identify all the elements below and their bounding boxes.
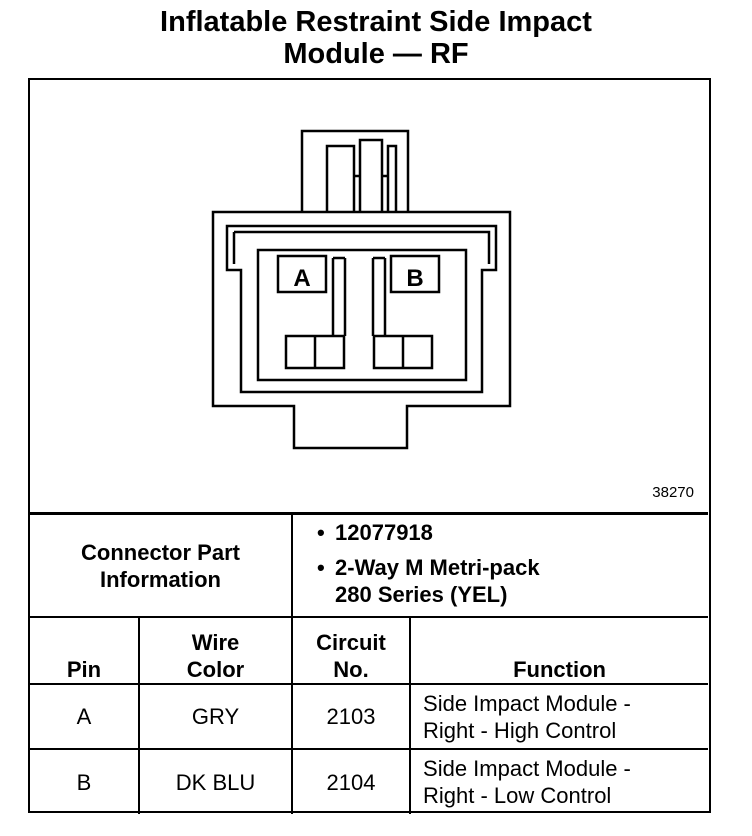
figure-number: 38270 <box>652 484 694 501</box>
title-line-2: Module — RF <box>283 38 469 70</box>
function-cell: Side Impact Module - Right - Low Control <box>409 748 709 814</box>
table-row: A GRY 2103 Side Impact Module - Right - … <box>30 683 709 750</box>
wire-color-cell: GRY <box>137 683 294 750</box>
function-cell: Side Impact Module - Right - High Contro… <box>409 683 709 750</box>
circuit-cell: 2104 <box>291 748 412 814</box>
terminal-a-label: A <box>293 265 310 292</box>
list-item: • 12077918 <box>317 520 433 545</box>
connector-part-label: Connector Part Information <box>30 512 294 618</box>
connector-housing-outer <box>211 210 512 450</box>
pin-cell: A <box>30 683 140 750</box>
terminal-b-label: B <box>406 265 423 292</box>
connector-series: 280 Series (YEL) <box>335 582 508 607</box>
header-pin: Pin <box>30 616 140 685</box>
connector-info-table: Connector Part Information • 12077918 • … <box>30 512 709 814</box>
terminal-b-box <box>389 254 441 294</box>
connector-cavity <box>256 248 468 382</box>
part-number: 12077918 <box>335 520 433 545</box>
table-header-row: Pin Wire Color Circuit No. Function <box>30 616 709 685</box>
header-circuit: Circuit No. <box>291 616 412 685</box>
wire-color-cell: DK BLU <box>137 748 294 814</box>
terminal-a-box <box>276 254 328 294</box>
connector-type: 2-Way M Metri-pack <box>335 555 540 580</box>
circuit-cell: 2103 <box>291 683 412 750</box>
connector-part-row: Connector Part Information • 12077918 • … <box>30 512 709 618</box>
header-function: Function <box>409 616 709 685</box>
connector-figure: A B 38270 <box>30 80 708 512</box>
connector-part-details: • 12077918 • 2-Way M Metri-pack 280 Seri… <box>291 512 709 618</box>
connector-latch <box>300 129 410 212</box>
header-wire-color: Wire Color <box>137 616 294 685</box>
table-row: B DK BLU 2104 Side Impact Module - Right… <box>30 748 709 814</box>
list-item: • 2-Way M Metri-pack 280 Series (YEL) <box>317 554 708 608</box>
pin-cell: B <box>30 748 140 814</box>
diagram-frame: A B 38270 Connector Part Information • 1… <box>28 78 711 814</box>
connector-drawing: A B <box>211 129 512 450</box>
title-line-1: Inflatable Restraint Side Impact <box>160 6 592 38</box>
page-title: Inflatable Restraint Side Impact Module … <box>0 6 752 70</box>
